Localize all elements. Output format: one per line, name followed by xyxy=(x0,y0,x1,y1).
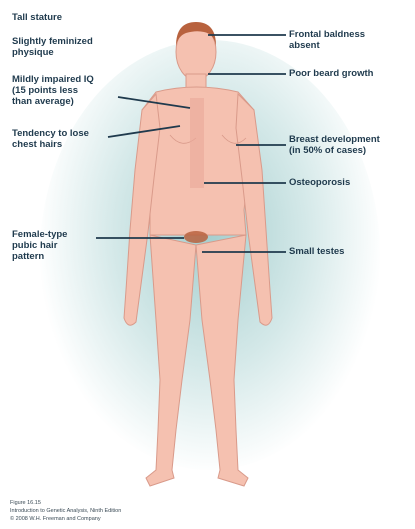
neck xyxy=(186,74,206,88)
left-leg xyxy=(146,235,196,486)
caption-book-title: Introduction to Genetic Analysis, Ninth … xyxy=(10,508,121,515)
right-leg xyxy=(196,235,248,486)
label-breast-development: Breast development (in 50% of cases) xyxy=(289,134,415,156)
label-beard-growth: Poor beard growth xyxy=(289,68,415,79)
caption-copyright: © 2008 W.H. Freeman and Company xyxy=(10,516,101,523)
label-small-testes: Small testes xyxy=(289,246,415,257)
label-feminized-physique: Slightly feminized physique xyxy=(12,36,132,58)
label-tall-stature: Tall stature xyxy=(12,12,132,23)
label-pubic-hair-pattern: Female-type pubic hair pattern xyxy=(12,229,132,262)
pubic-hair xyxy=(184,231,208,243)
label-osteoporosis: Osteoporosis xyxy=(289,177,415,188)
label-impaired-iq: Mildly impaired IQ (15 points less than … xyxy=(12,74,132,107)
label-chest-hairs: Tendency to lose chest hairs xyxy=(12,128,132,150)
label-frontal-baldness: Frontal baldness absent xyxy=(289,29,415,51)
body-silhouette xyxy=(124,24,272,486)
caption-figure-number: Figure 16.15 xyxy=(10,500,41,507)
spine-band xyxy=(190,98,204,188)
